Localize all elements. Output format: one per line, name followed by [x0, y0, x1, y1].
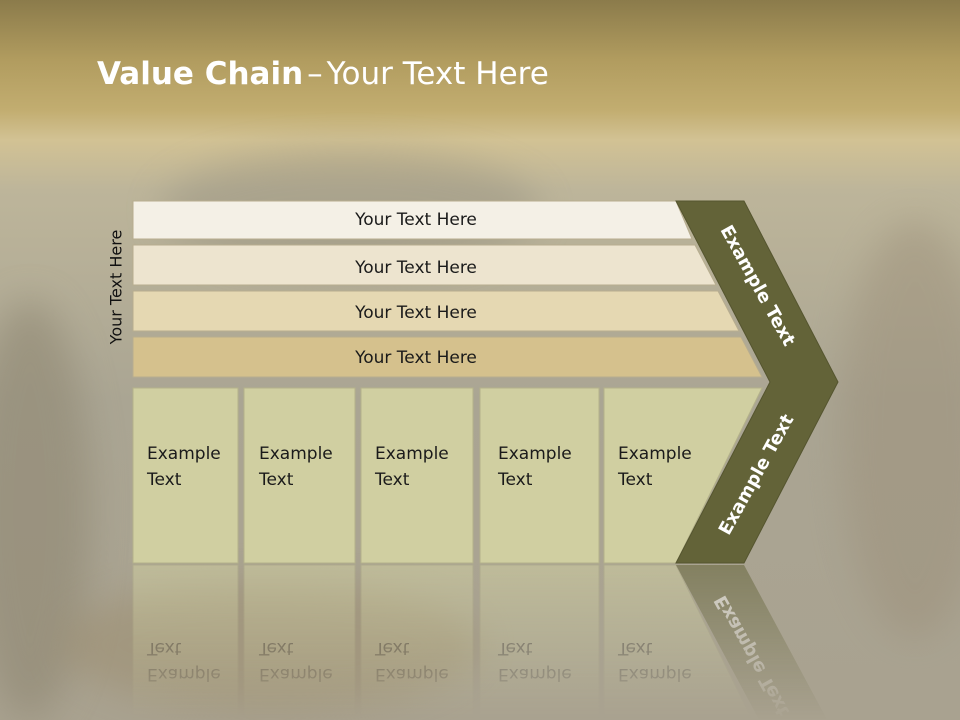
support-row-3-shape: [132, 290, 740, 332]
support-row-2: Your Text Here: [132, 244, 717, 286]
support-row-4-shape: [132, 336, 763, 378]
primary-cell-1: Example Text: [132, 387, 239, 564]
primary-cell-1-shape: [132, 387, 239, 564]
title-rest: Your Text Here: [326, 56, 549, 92]
svg-text:Example: Example: [147, 664, 221, 684]
primary-cell-5-line-1: Example: [618, 444, 692, 464]
background-figure-right: [840, 220, 960, 640]
title-separator: –: [307, 56, 323, 92]
svg-text:Text: Text: [374, 638, 410, 658]
primary-cell-4-line-2: Text: [497, 470, 533, 490]
primary-cell-2-line-1: Example: [259, 444, 333, 464]
primary-cell-1-line-1: Example: [147, 444, 221, 464]
primary-cell-3-line-2: Text: [374, 470, 410, 490]
primary-cell-1-line-2: Text: [146, 470, 182, 490]
margin-chevron-shape: [675, 200, 839, 564]
support-row-3-label: Your Text Here: [354, 303, 477, 323]
primary-cell-4: Example Text: [479, 387, 600, 564]
svg-text:Text: Text: [146, 638, 182, 658]
svg-text:Example: Example: [375, 664, 449, 684]
svg-text:Text: Text: [497, 638, 533, 658]
support-row-3: Your Text Here: [132, 290, 740, 332]
svg-text:Example: Example: [618, 664, 692, 684]
primary-cell-4-line-1: Example: [498, 444, 572, 464]
primary-cell-5-line-2: Text: [617, 470, 653, 490]
primary-cell-5: Example Text: [603, 387, 763, 564]
reflection: Example Text Example Text Example Text E…: [132, 564, 828, 720]
primary-cell-3-line-1: Example: [375, 444, 449, 464]
title-bold: Value Chain: [97, 56, 304, 92]
primary-cell-2: Example Text: [243, 387, 356, 564]
support-row-2-label: Your Text Here: [354, 258, 477, 278]
svg-text:Text: Text: [258, 638, 294, 658]
support-row-1-label: Your Text Here: [354, 210, 477, 230]
support-row-4: Your Text Here: [132, 336, 763, 378]
primary-cell-2-line-2: Text: [258, 470, 294, 490]
support-row-1-shape: [132, 200, 693, 240]
svg-text:Text: Text: [617, 638, 653, 658]
primary-cell-2-shape: [243, 387, 356, 564]
svg-text:Example: Example: [259, 664, 333, 684]
support-row-1: Your Text Here: [132, 200, 693, 240]
primary-cell-4-shape: [479, 387, 600, 564]
primary-cell-3-shape: [360, 387, 474, 564]
support-row-2-shape: [132, 244, 717, 286]
support-row-4-label: Your Text Here: [354, 348, 477, 368]
svg-text:Example: Example: [498, 664, 572, 684]
slide-title: Value Chain–Your Text Here: [97, 56, 549, 92]
primary-cell-3: Example Text: [360, 387, 474, 564]
